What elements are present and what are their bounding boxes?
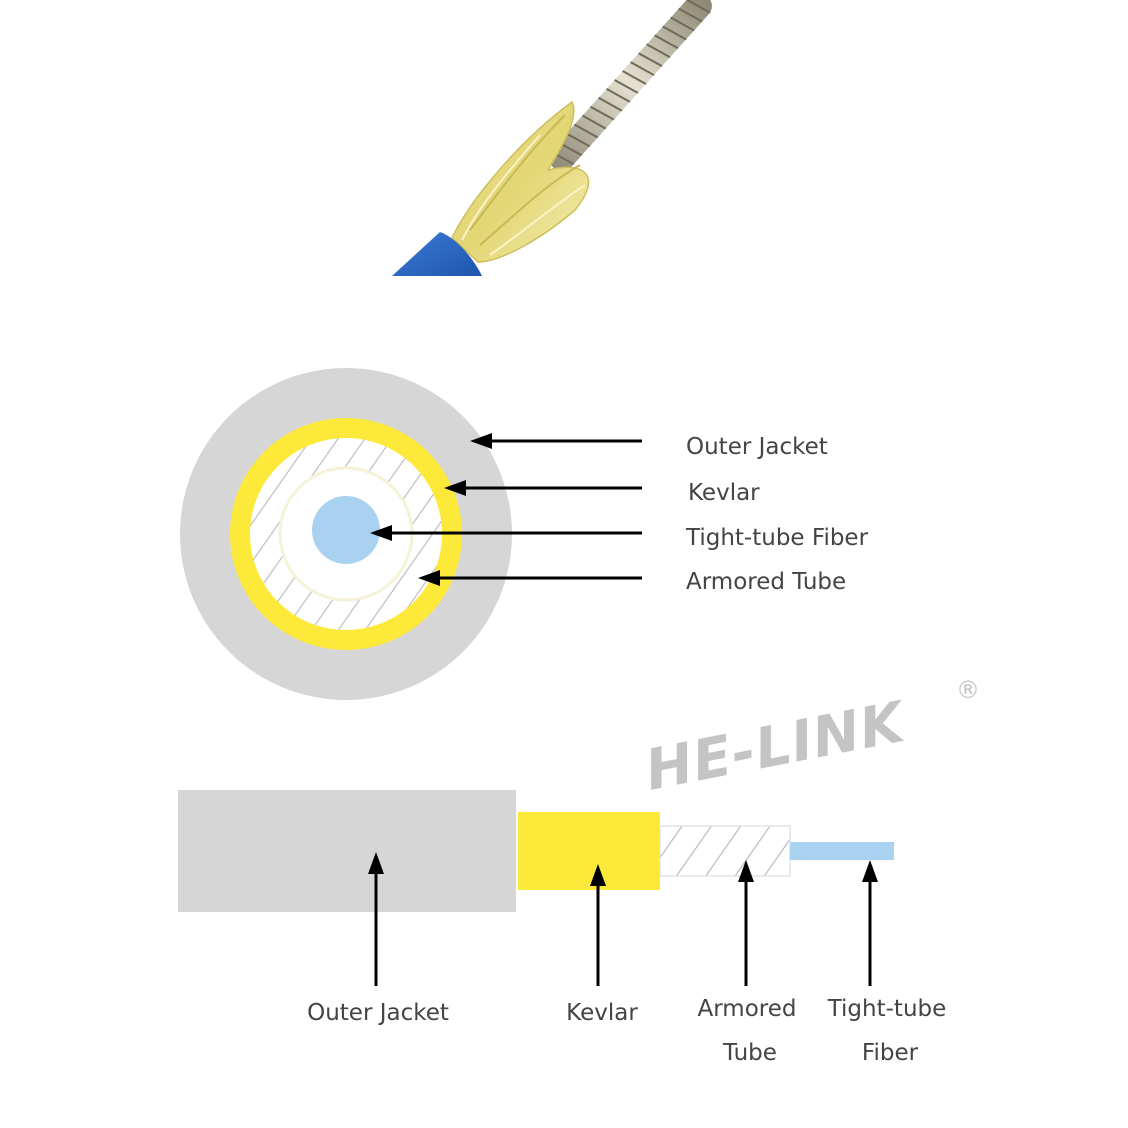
side-label-tube: Tube [722,1040,777,1066]
arrow-outer-jacket [470,433,642,449]
side-label-fiber: Fiber [862,1040,919,1066]
label-tight-tube-fiber: Tight-tube Fiber [685,525,869,551]
arrow-side-armored [738,860,754,986]
arrow-side-fiber [862,860,878,986]
cable-photo [392,0,712,276]
label-armored-tube: Armored Tube [686,569,846,595]
arrow-side-kevlar [590,864,606,986]
side-label-tight-tube: Tight-tube [827,996,947,1022]
label-kevlar: Kevlar [688,480,760,506]
side-armored-tube [659,825,791,877]
arrow-armored-tube [418,570,642,586]
side-outer-jacket [178,790,516,912]
side-view [178,790,894,912]
side-tight-tube-fiber [790,842,894,860]
tight-tube-fiber-core [312,496,380,564]
side-label-outer-jacket: Outer Jacket [307,1000,449,1026]
watermark-registered-mark: ® [956,676,980,704]
cross-section [180,368,512,700]
arrow-side-outer-jacket [368,852,384,986]
watermark-brand: HE-LINK [640,689,912,803]
arrow-tight-tube-fiber [370,525,642,541]
he-link-watermark: HE-LINK ® [640,676,980,804]
side-label-armored: Armored [698,996,797,1022]
side-label-kevlar: Kevlar [566,1000,638,1026]
kevlar-strands-photo [451,100,590,263]
cross-section-arrows [370,433,642,586]
blue-jacket-photo [392,232,482,276]
label-outer-jacket: Outer Jacket [686,434,828,460]
arrow-kevlar [444,480,642,496]
side-kevlar [518,812,660,890]
side-view-arrows [368,852,878,986]
armored-tube-photo [548,0,712,172]
